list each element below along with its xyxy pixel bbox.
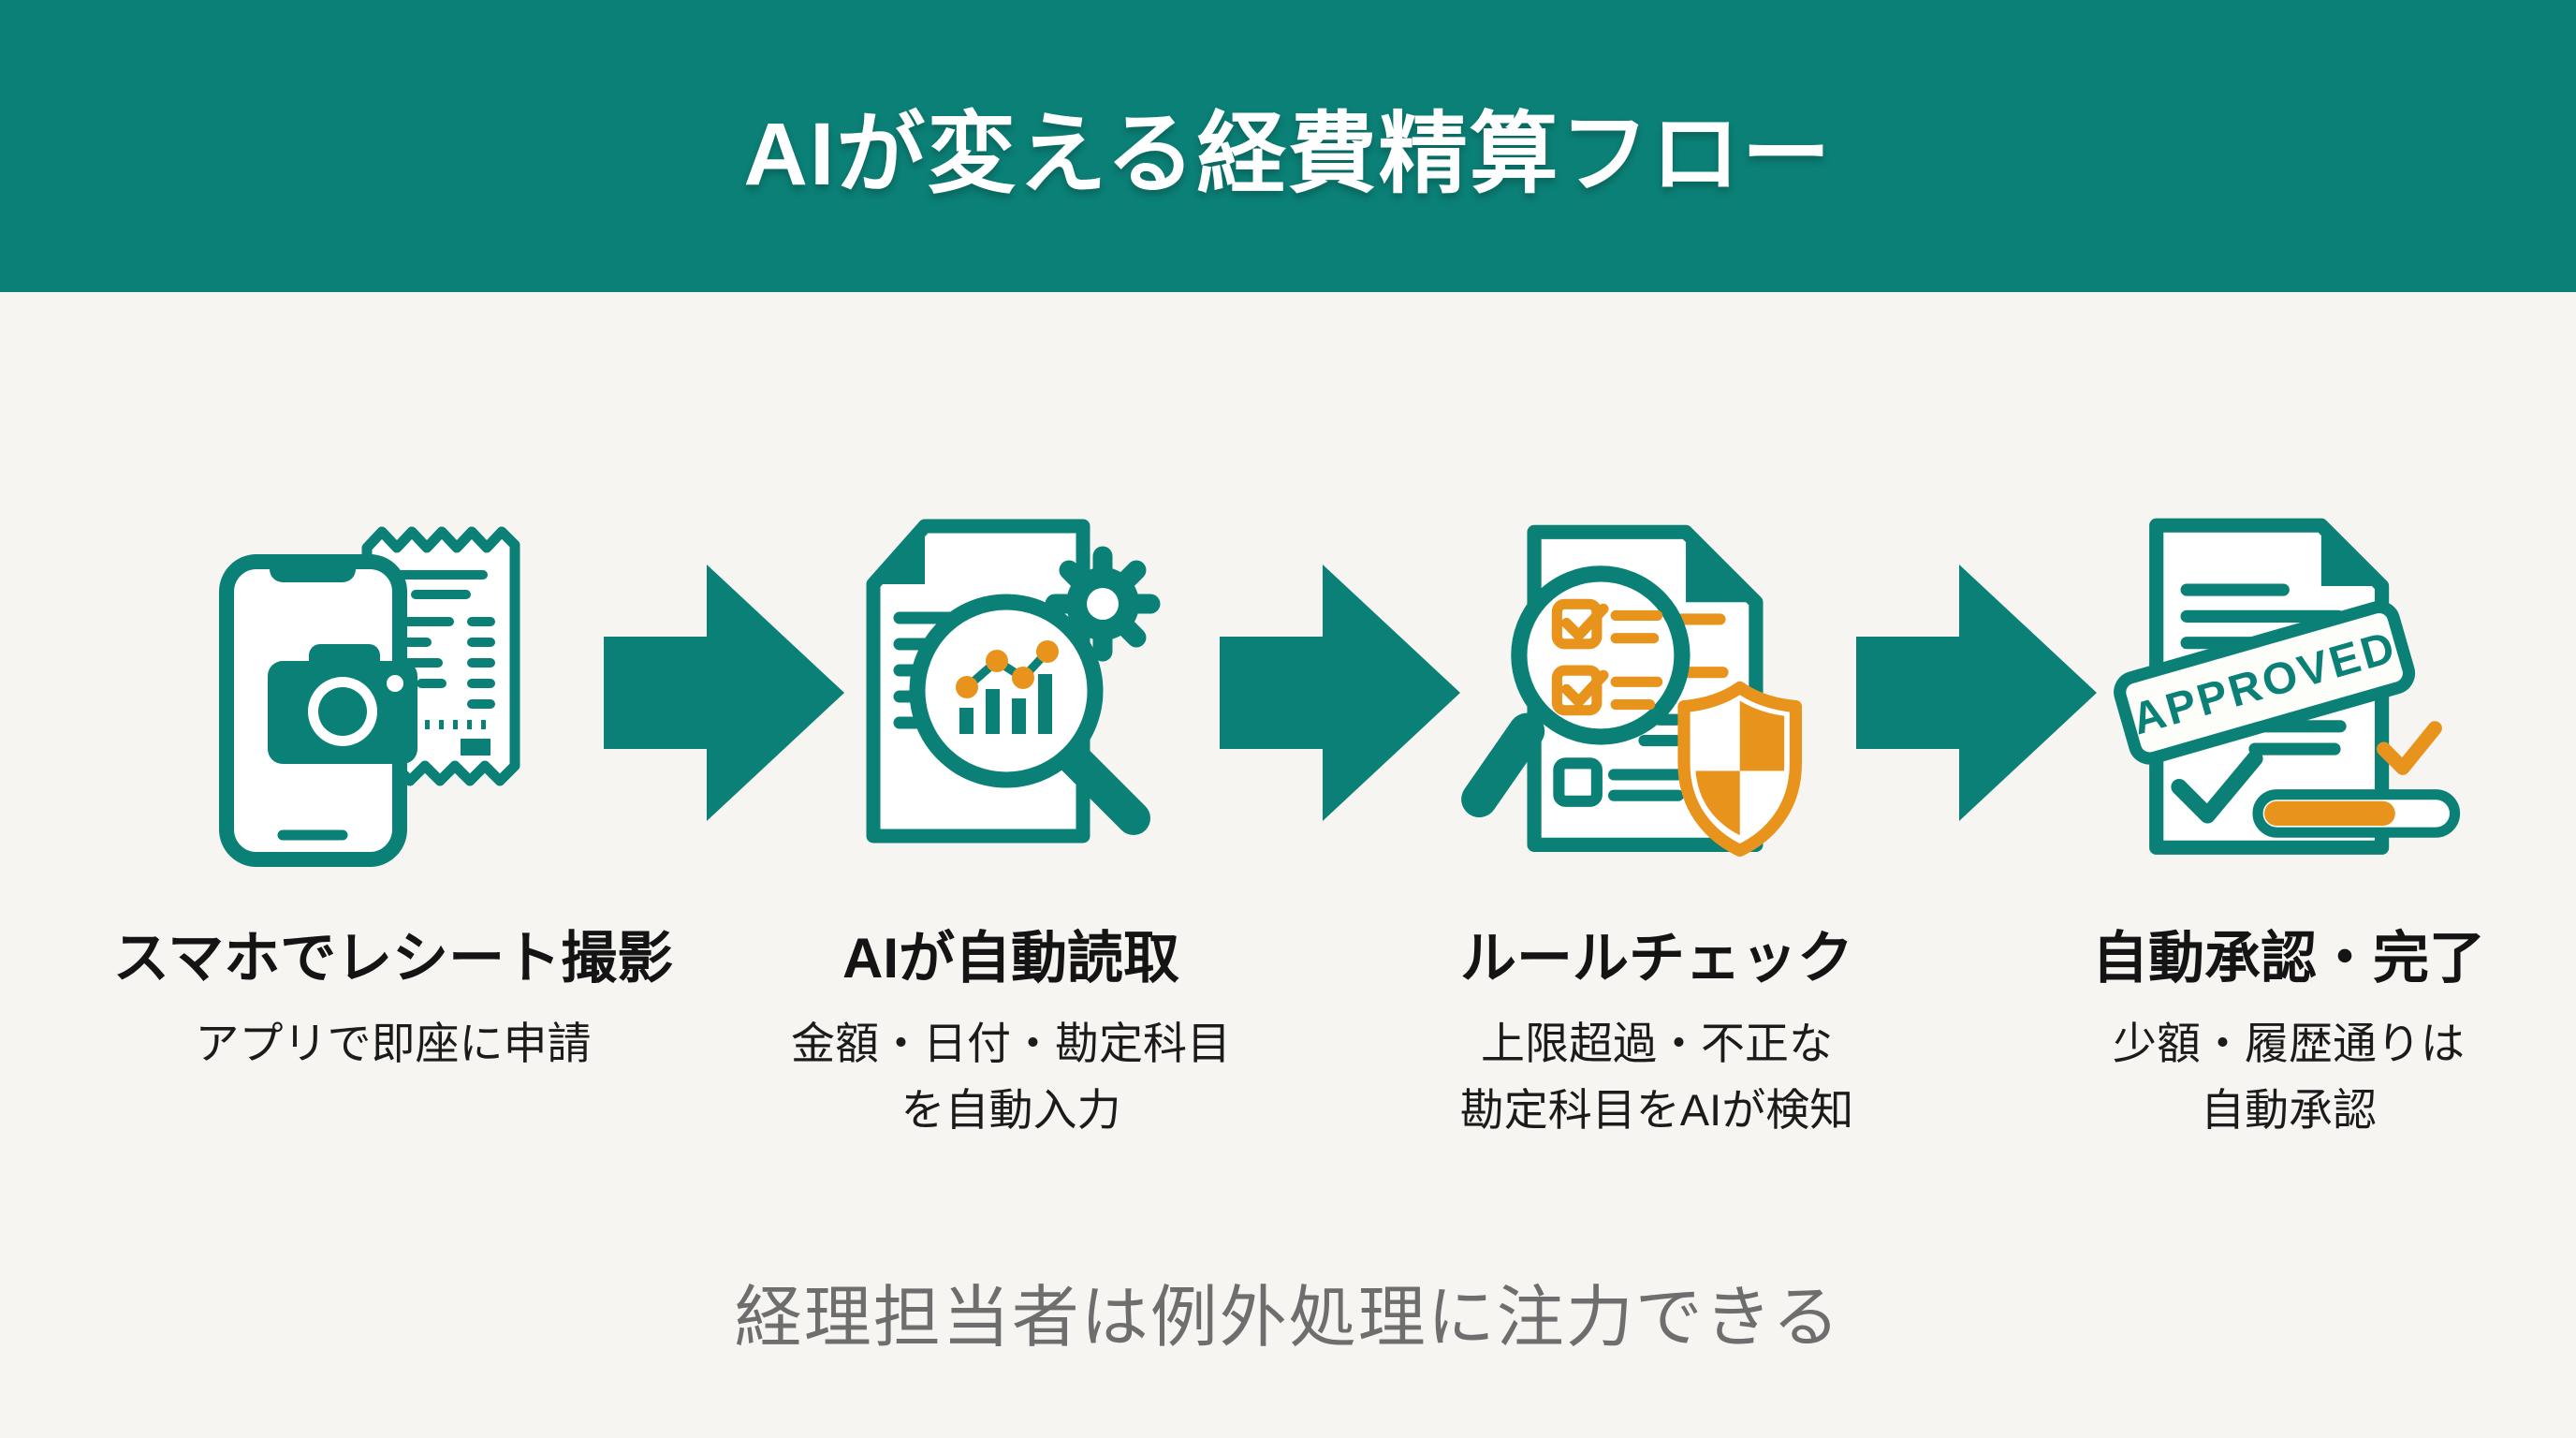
step3-icon-box — [1451, 506, 1839, 894]
footnote: 経理担当者は例外処理に注力できる — [734, 1281, 1842, 1356]
flow-arrow-3 — [1833, 557, 2114, 829]
step1-icon-box — [197, 506, 571, 880]
page-title: AIが変える経費精算フロー — [743, 104, 1833, 204]
flow-arrow-1 — [580, 557, 861, 829]
gear-icon — [1045, 546, 1161, 662]
orange-checkmark-icon — [2377, 721, 2442, 775]
magnifier-checklist-icon — [1461, 565, 1690, 818]
step4-subtitle: 少額・履歴通りは 自動承認 — [2113, 1019, 2465, 1136]
shield-icon — [1677, 681, 1803, 858]
step2-text: AIが自動読取 金額・日付・勘定科目 を自動入力 — [637, 929, 1385, 1144]
bar-chart-icon — [959, 674, 1052, 734]
step3-title: ルールチェック — [1460, 927, 1853, 990]
document-chart-magnifier-gear-icon — [866, 519, 1161, 844]
checklist-magnifier-shield-icon — [1461, 524, 1803, 858]
step1-subtitle: アプリで即座に申請 — [195, 1019, 592, 1068]
step4-title: 自動承認・完了 — [2092, 927, 2485, 990]
smartphone-receipt-camera-icon — [219, 526, 520, 867]
camera-icon — [268, 644, 417, 764]
step1-title: スマホでレシート撮影 — [112, 927, 674, 990]
step4-text: 自動承認・完了 少額・履歴通りは 自動承認 — [1914, 929, 2576, 1144]
step4-icon-box: APPROVED — [2101, 510, 2490, 899]
progress-bar-icon — [2252, 789, 2461, 838]
magnifier-chart-icon — [909, 594, 1150, 835]
header-band: AIが変える経費精算フロー — [0, 0, 2576, 292]
right-arrow-icon — [604, 565, 844, 821]
step2-title: AIが自動読取 — [842, 927, 1179, 990]
step3-subtitle: 上限超過・不正な 勘定科目をAIが検知 — [1459, 1019, 1854, 1136]
teal-checkmark-icon — [2171, 750, 2263, 824]
right-arrow-icon — [1856, 565, 2097, 821]
line-chart-dots — [956, 640, 1059, 698]
approved-document-icon: APPROVED — [2114, 518, 2461, 855]
right-arrow-icon — [1220, 565, 1460, 821]
step3-text: ルールチェック 上限超過・不正な 勘定科目をAIが検知 — [1282, 929, 2031, 1144]
step1-text: スマホでレシート撮影 アプリで即座に申請 — [19, 929, 768, 1077]
step2-icon-box — [828, 513, 1203, 888]
step2-subtitle: 金額・日付・勘定科目 を自動入力 — [791, 1019, 1231, 1136]
flow-arrow-2 — [1196, 557, 1477, 829]
checked-items-icon — [1551, 598, 1663, 716]
empty-checkbox-icon — [1553, 757, 1603, 807]
